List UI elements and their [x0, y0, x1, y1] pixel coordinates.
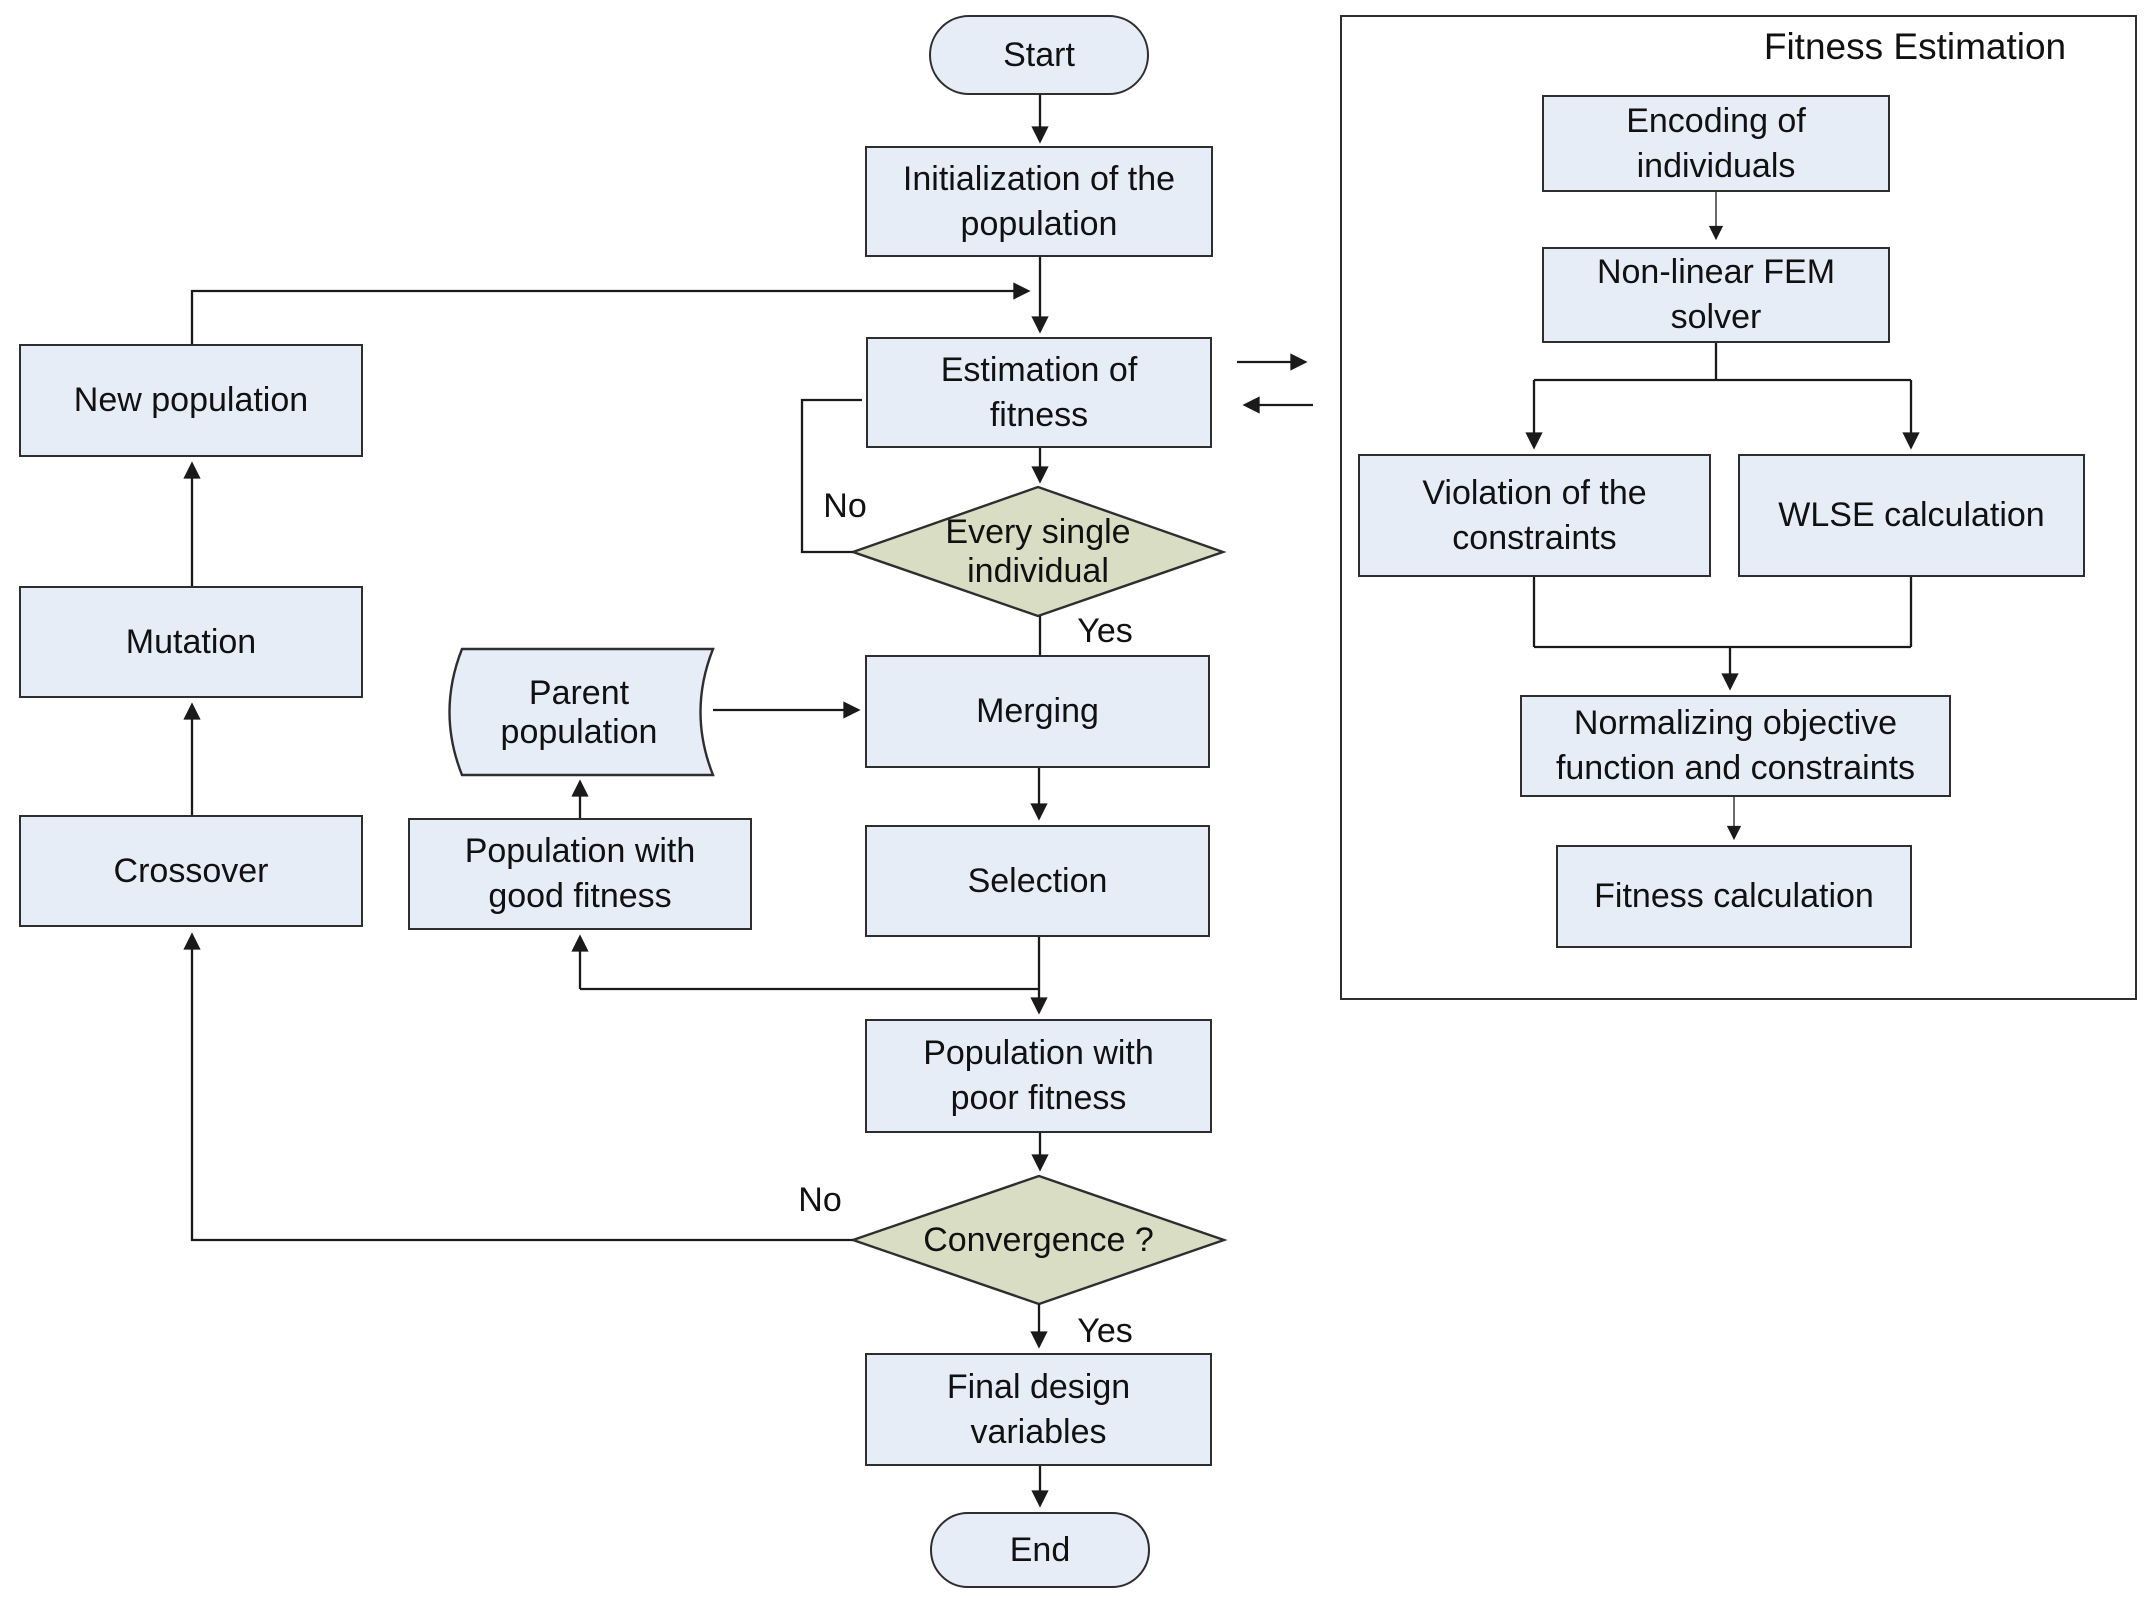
new-population-step: New population — [19, 344, 363, 457]
mutation-step: Mutation — [19, 586, 363, 698]
fitness-estimation-panel-title: Fitness Estimation — [1763, 26, 2067, 67]
parent-population-label: Parent population — [500, 673, 658, 751]
normalizing-objective-step: Normalizing objective function and const… — [1520, 695, 1951, 797]
end-terminator: End — [930, 1512, 1150, 1588]
crossover-step: Crossover — [19, 815, 363, 927]
population-poor-fitness-step: Population with poor fitness — [865, 1019, 1212, 1133]
violation-of-constraints-step: Violation of the constraints — [1358, 454, 1711, 577]
every-single-individual-decision-label: Every single individual — [945, 512, 1131, 590]
start-terminator: Start — [929, 15, 1149, 95]
parent-population-shape — [448, 647, 715, 777]
fitness-calculation-step: Fitness calculation — [1556, 845, 1912, 948]
estimation-panel-link-arrows — [1237, 353, 1313, 414]
no-label-individual: No — [823, 486, 867, 525]
encoding-of-individuals-step: Encoding of individuals — [1542, 95, 1890, 192]
yes-label-convergence: Yes — [1077, 1311, 1133, 1350]
convergence-decision-label: Convergence ? — [923, 1220, 1154, 1259]
selection-step: Selection — [865, 825, 1210, 937]
every-single-individual-decision-shape — [849, 485, 1227, 618]
yes-label-individual: Yes — [1077, 611, 1133, 650]
no-label-convergence: No — [798, 1180, 842, 1219]
population-good-fitness-step: Population with good fitness — [408, 818, 752, 930]
final-design-variables-step: Final design variables — [865, 1353, 1212, 1466]
merging-step: Merging — [865, 655, 1210, 768]
wlse-calculation-step: WLSE calculation — [1738, 454, 2085, 577]
fitness-estimation-panel — [1340, 15, 2137, 1000]
nonlinear-fem-solver-step: Non-linear FEM solver — [1542, 247, 1890, 343]
initialization-step: Initialization of the population — [865, 146, 1213, 257]
estimation-of-fitness-step: Estimation of fitness — [866, 337, 1212, 448]
